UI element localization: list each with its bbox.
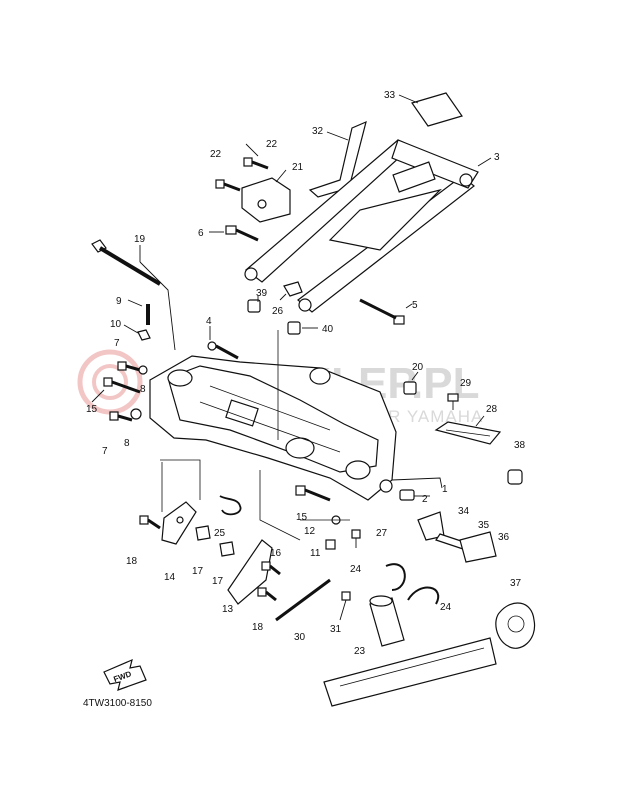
part-24-band-upper	[385, 563, 406, 591]
callout-38: 38	[514, 440, 526, 451]
air-duct	[323, 637, 497, 707]
callout-16: 16	[270, 548, 282, 559]
callout-14: 14	[164, 572, 176, 583]
callout-7a: 7	[114, 338, 120, 349]
part-22-bolt-lower	[215, 179, 241, 192]
part-31-bolt	[339, 591, 351, 621]
callout-19: 19	[134, 234, 146, 245]
callout-28: 28	[486, 404, 498, 415]
callout-15a: 15	[86, 404, 98, 415]
part-17-nut-left	[195, 525, 211, 541]
callout-8a: 8	[140, 384, 146, 395]
part-25-spacer	[219, 495, 242, 516]
part-23-reservoir	[369, 595, 405, 647]
callout-39: 39	[256, 288, 268, 299]
callout-24a: 24	[350, 564, 362, 575]
callout-29: 29	[460, 378, 472, 389]
callout-21: 21	[292, 162, 304, 173]
callout-23: 23	[354, 646, 366, 657]
callout-15b: 15	[296, 512, 308, 523]
callout-20: 20	[412, 362, 424, 373]
callout-24b: 24	[440, 602, 452, 613]
part-15-bolt-right	[295, 485, 331, 502]
part-18-bolt-left	[139, 515, 161, 530]
part-5-bolt	[359, 298, 413, 325]
callout-2: 2	[422, 494, 428, 505]
part-26-clip	[279, 281, 303, 301]
part-32-strap	[308, 120, 367, 198]
part-17-nut-right	[219, 541, 235, 557]
part-6-bolt	[209, 225, 259, 242]
part-9-stud	[127, 299, 150, 325]
part-37-boot	[495, 602, 536, 649]
callout-37: 37	[510, 578, 522, 589]
part-20-collar	[403, 371, 419, 395]
callout-13: 13	[222, 604, 234, 615]
left-fasteners	[91, 361, 148, 422]
callout-12: 12	[304, 526, 316, 537]
callout-27: 27	[376, 528, 388, 539]
callout-8b: 8	[124, 438, 130, 449]
callout-17a: 17	[192, 566, 204, 577]
callout-7b: 7	[102, 446, 108, 457]
part-29-screw	[447, 393, 459, 410]
callout-17b: 17	[212, 576, 224, 587]
part-38-damper	[507, 469, 523, 485]
callout-3: 3	[494, 152, 500, 163]
callout-25: 25	[214, 528, 226, 539]
callout-22b: 22	[210, 149, 222, 160]
callout-36: 36	[498, 532, 510, 543]
part-16-bolt	[261, 561, 281, 576]
callout-18a: 18	[126, 556, 138, 567]
callout-26: 26	[272, 306, 284, 317]
part-1-2-collars	[379, 477, 443, 501]
part-19-bolt	[91, 239, 176, 351]
callout-6: 6	[198, 228, 204, 239]
callout-9: 9	[116, 296, 122, 307]
part-24-band-lower	[407, 586, 440, 605]
callout-40: 40	[322, 324, 334, 335]
fwd-arrow: FWD	[103, 658, 147, 691]
part-30-rod	[275, 578, 331, 622]
part-21-bracket	[241, 169, 291, 223]
callout-labels: 33 32 3 22 21 22 6 19 9 10 39 26 40 5 4 …	[86, 90, 526, 657]
part-28-bracket	[434, 415, 502, 445]
part-3-subframe	[244, 139, 492, 313]
callout-33: 33	[384, 90, 396, 101]
part-18-bolt-lower	[257, 587, 277, 602]
callout-1: 1	[442, 484, 448, 495]
diagram-code: 4TW3100-8150	[83, 698, 152, 709]
part-14-bracket	[161, 501, 197, 545]
part-10-nut	[123, 324, 151, 341]
callout-32: 32	[312, 126, 324, 137]
callout-34: 34	[458, 506, 470, 517]
callout-35: 35	[478, 520, 490, 531]
part-36-plate	[459, 531, 497, 563]
callout-30: 30	[294, 632, 306, 643]
part-39-collar	[247, 296, 261, 313]
part-27-bolt	[351, 529, 361, 548]
part-11-bolt	[325, 539, 336, 550]
guide-lines	[160, 330, 350, 541]
callout-10: 10	[110, 319, 122, 330]
callout-18b: 18	[252, 622, 264, 633]
callout-22a: 22	[266, 139, 278, 150]
main-frame	[149, 326, 397, 501]
callout-4: 4	[206, 316, 212, 327]
callout-11: 11	[310, 548, 321, 559]
callout-31: 31	[330, 624, 342, 635]
part-40-collar	[287, 321, 318, 335]
part-22-bolt-upper	[243, 143, 269, 170]
callout-5: 5	[412, 300, 418, 311]
part-33-pad	[398, 92, 463, 127]
